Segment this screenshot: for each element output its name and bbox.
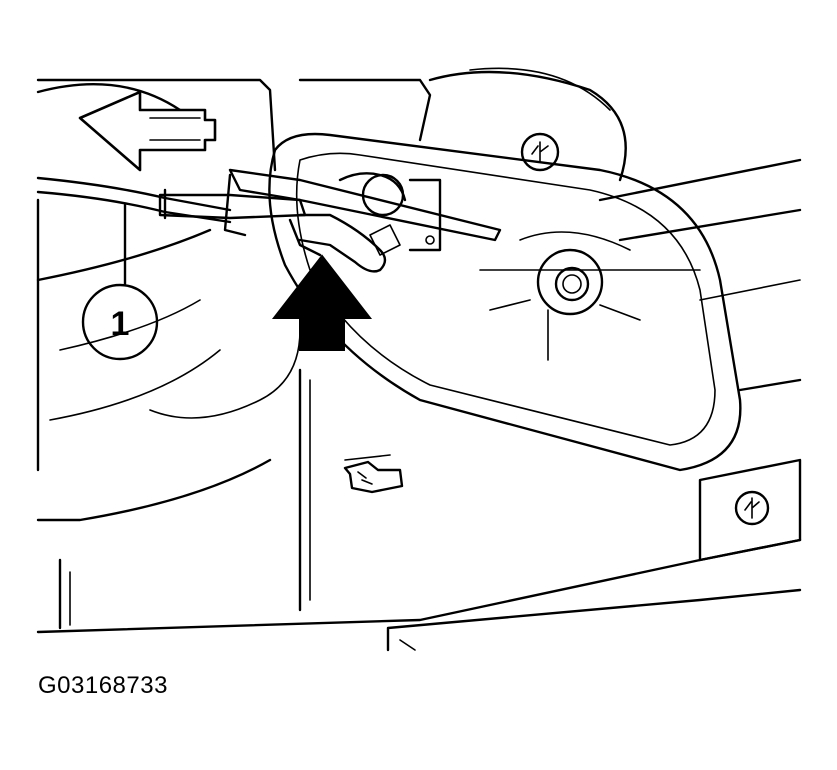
clip-mark-icon — [343, 454, 404, 494]
pointer-arrow-up-icon — [271, 254, 373, 351]
pivot-hub — [479, 231, 701, 361]
handle-mechanism — [223, 168, 502, 273]
release-cable — [36, 176, 307, 224]
screw-icon — [520, 132, 560, 172]
callout-1-circle — [81, 283, 159, 361]
door-panel-outline — [36, 67, 802, 652]
callout-1: 1 — [81, 203, 159, 361]
figure-id-label: G03168733 — [38, 672, 168, 699]
callout-1-label: 1 — [111, 305, 130, 343]
screw-icon — [734, 490, 770, 526]
handle-bezel — [268, 132, 742, 472]
direction-arrow-left-icon — [78, 90, 217, 172]
